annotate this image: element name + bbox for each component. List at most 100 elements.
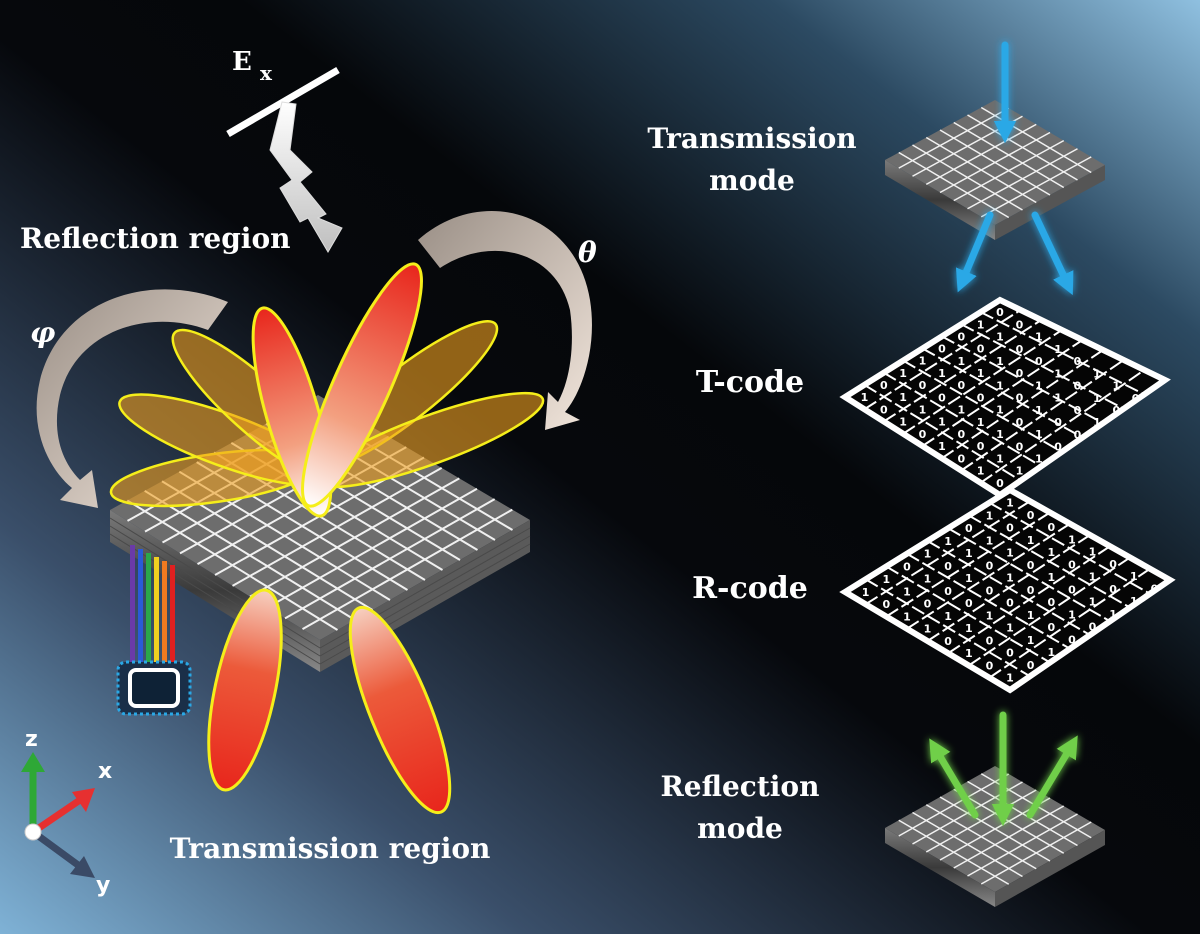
r-code-digit: 0	[965, 522, 973, 535]
grid-line	[960, 323, 1125, 410]
t-code-digit: 0	[1074, 355, 1082, 368]
t-code-digit: 1	[1035, 404, 1043, 417]
r-code-digit: 1	[1068, 533, 1076, 546]
t-code-digit: 1	[1054, 392, 1062, 405]
grid-line	[980, 369, 1145, 484]
t-code-digit: 0	[1074, 404, 1082, 417]
r-code-digit: 0	[1006, 522, 1014, 535]
t-code-digit: 1	[938, 416, 946, 429]
t-code-digit: 0	[1074, 380, 1082, 393]
r-code-digit: 0	[1068, 558, 1076, 571]
reflection-mode-plate	[885, 766, 1105, 907]
r-code-digit: 1	[903, 610, 911, 623]
reflection-beams	[929, 711, 1078, 827]
t-code-digit: 0	[957, 452, 965, 465]
t-code-digit: 1	[996, 404, 1004, 417]
grid-line	[980, 106, 1092, 174]
r-code-digit: 1	[1006, 547, 1014, 560]
r-code-digit: 0	[924, 598, 932, 611]
r-code-digit: 0	[882, 598, 890, 611]
r-code-digit: 1	[986, 534, 994, 547]
reflection-lobes	[109, 262, 545, 518]
reflection-mode-label-line1: Reflection	[661, 770, 820, 803]
t-code-digit: 1	[1054, 367, 1062, 380]
grid-line	[906, 522, 1071, 630]
r-code-digit: 0	[1027, 659, 1035, 672]
ribbon-wire	[138, 549, 143, 665]
transmission-mode-label-line1: Transmission	[647, 122, 856, 155]
t-code-digit: 1	[1035, 379, 1043, 392]
r-code-label: R-code	[692, 571, 808, 606]
r-code-digit: 1	[1109, 608, 1117, 621]
r-code-digit: 1	[1089, 596, 1097, 609]
t-code-grid: 1011001001011010110011010110100110110110…	[839, 296, 1171, 499]
t-code-digit: 1	[977, 367, 985, 380]
control-chip	[116, 545, 192, 716]
t-code-digit: 1	[861, 391, 869, 404]
r-code-digit: 0	[903, 560, 911, 573]
r-code-digit: 0	[1089, 621, 1097, 634]
grid-line	[902, 359, 1063, 453]
r-code-digit: 0	[1068, 633, 1076, 646]
ribbon-wire	[130, 545, 135, 665]
r-code-digit: 0	[1109, 558, 1117, 571]
r-code-digit: 1	[1006, 572, 1014, 585]
r-code-digit: 1	[944, 610, 952, 623]
t-code-digit: 0	[919, 428, 927, 441]
t-code-digit: 0	[1035, 355, 1043, 368]
t-code-digit: 0	[919, 379, 927, 392]
r-code-digit: 0	[1027, 509, 1035, 522]
grid-line	[988, 567, 1151, 679]
ribbon-wire	[170, 565, 175, 665]
reflection-mode-label-line2: mode	[697, 812, 783, 845]
t-code-digit: 1	[1035, 331, 1043, 344]
grid-line	[902, 329, 1063, 435]
t-code-digit: 1	[996, 355, 1004, 368]
r-code-digit: 0	[944, 560, 952, 573]
grid-line	[980, 821, 1092, 885]
t-code-digit: 0	[1016, 440, 1024, 453]
ribbon-wire	[154, 557, 159, 665]
grid-line	[988, 501, 1151, 595]
ribbon-wire	[162, 561, 167, 665]
grid-line	[921, 339, 1084, 447]
t-code-digit: 1	[919, 355, 927, 368]
transmission-mode-label-line2: mode	[709, 164, 795, 197]
r-code-digit: 1	[1027, 534, 1035, 547]
theta-label: θ	[578, 236, 597, 269]
r-code-digit: 1	[1006, 622, 1014, 635]
theta-arrow	[418, 210, 592, 430]
t-code-digit: 0	[1054, 416, 1062, 429]
t-code-label: T-code	[696, 365, 804, 400]
t-code-digit: 1	[977, 416, 985, 429]
t-code-digit: 0	[1074, 428, 1082, 441]
r-code-digit: 0	[1068, 583, 1076, 596]
grid-line	[941, 335, 1104, 425]
phi-arrow	[36, 289, 228, 508]
grid-line	[284, 498, 496, 620]
grid-line	[926, 534, 1091, 642]
coordinate-axes	[21, 752, 95, 878]
r-code-digit: 1	[903, 585, 911, 598]
r-code-digit: 1	[1027, 609, 1035, 622]
t-code-digit: 0	[1016, 416, 1024, 429]
t-code-digit: 0	[996, 306, 1004, 319]
r-code-digit: 0	[1109, 583, 1117, 596]
t-code-digit: 1	[1093, 416, 1101, 429]
t-code-digit: 1	[1093, 367, 1101, 380]
r-code-digit: 1	[924, 623, 932, 636]
r-code-digit: 1	[1027, 634, 1035, 647]
t-code-digit: 0	[938, 343, 946, 356]
field-label: E	[232, 47, 252, 77]
r-code-digit: 0	[1027, 559, 1035, 572]
r-code-grid: 1101101101101100100101101100101101100101…	[839, 486, 1176, 694]
r-code-digit: 0	[944, 585, 952, 598]
grid-line	[953, 139, 1065, 202]
t-code-digit: 1	[1035, 428, 1043, 441]
r-code-digit: 0	[1047, 621, 1055, 634]
t-code-digit: 1	[957, 404, 965, 417]
grid-line	[947, 527, 1111, 623]
t-code-digit: 1	[996, 379, 1004, 392]
r-code-digit: 1	[1047, 646, 1055, 659]
